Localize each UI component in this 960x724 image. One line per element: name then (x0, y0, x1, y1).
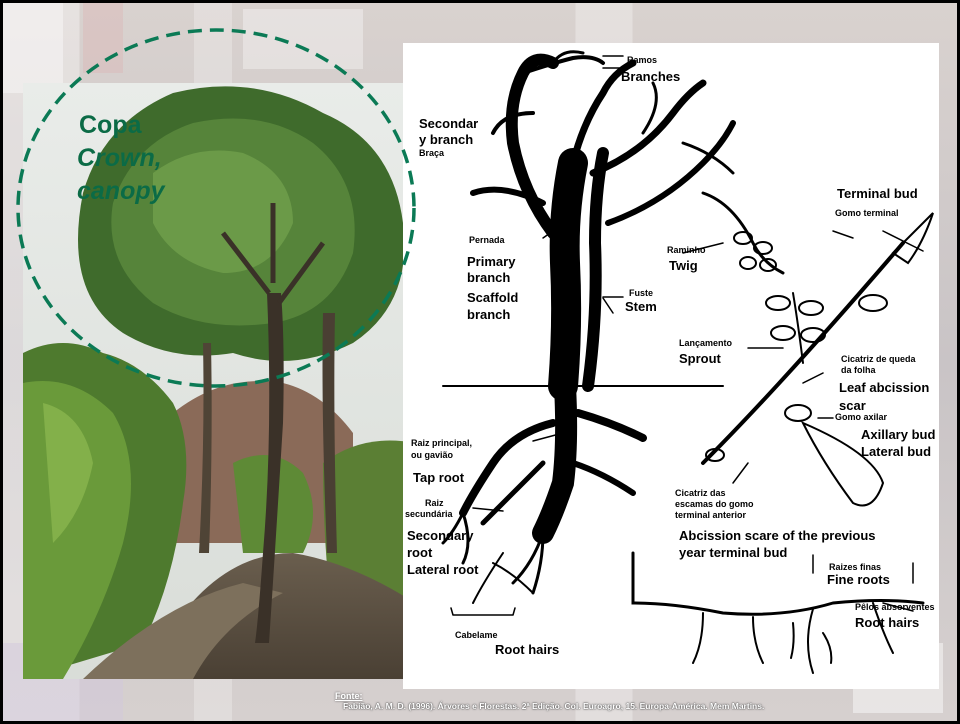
bg-fragment (243, 9, 363, 69)
label-primary-branch: Primary (467, 255, 515, 269)
label-root-hairs-right: Root hairs (855, 616, 919, 630)
label-raiz-1: Raiz (425, 499, 444, 508)
label-leaf-scar-2: scar (839, 399, 866, 413)
label-raiz-principal-1: Raiz principal, (411, 439, 472, 448)
crown-label-pt: Copa (79, 111, 142, 141)
label-cicatriz-escamas-3: terminal anterior (675, 511, 746, 520)
bg-fragment (3, 3, 63, 93)
label-cicatriz-escamas-2: escamas do gomo (675, 500, 754, 509)
crown-label-en-2: canopy (77, 177, 165, 207)
label-secondary-root-1: Secondary (407, 529, 473, 543)
label-raminho: Raminho (667, 246, 706, 255)
label-raiz-principal-2: ou gavião (411, 451, 453, 460)
label-gomo-axilar: Gomo axilar (835, 413, 887, 422)
label-gomo-terminal: Gomo terminal (835, 209, 899, 218)
label-axillary-bud: Axillary bud (861, 428, 935, 442)
label-secondary-branch-2: y branch (419, 133, 473, 147)
label-cicatriz-queda-1: Cicatriz de queda (841, 355, 916, 364)
label-braca: Braça (419, 149, 444, 158)
source-label: Fonte: (335, 691, 363, 701)
label-primary-branch-2: branch (467, 271, 510, 285)
label-stem: Stem (625, 300, 657, 314)
label-leaf-scar-1: Leaf abcission (839, 381, 929, 395)
label-scaffold: Scaffold (467, 291, 518, 305)
label-tap-root: Tap root (413, 471, 464, 485)
label-lateral-bud: Lateral bud (861, 445, 931, 459)
label-raiz-2: secundária (405, 510, 453, 519)
bg-fragment (83, 3, 123, 73)
label-cicatriz-queda-2: da folha (841, 366, 876, 375)
label-cicatriz-escamas-1: Cicatriz das (675, 489, 726, 498)
label-abcission-scar-1: Abcission scare of the previous (679, 529, 876, 543)
label-secondary-branch-1: Secondar (419, 117, 478, 131)
label-pernada: Pernada (469, 236, 505, 245)
label-twig: Twig (669, 259, 698, 273)
label-terminal-bud: Terminal bud (837, 187, 918, 201)
label-branches: Branches (621, 70, 680, 84)
label-cabelame: Cabelame (455, 631, 498, 640)
tree-anatomy-diagram: Ramos Branches Secondar y branch Braça P… (403, 43, 939, 689)
label-abcission-scar-2: year terminal bud (679, 546, 787, 560)
label-sprout: Sprout (679, 352, 721, 366)
label-lancamento: Lançamento (679, 339, 732, 348)
label-secondary-root-2: root (407, 546, 432, 560)
source-citation: Fabião, A. M. D. (1996). Árvores e Flore… (343, 701, 764, 711)
label-ramos: Ramos (627, 56, 657, 65)
label-pelos: Pêlos absorventes (855, 603, 935, 612)
crown-label-en-1: Crown, (77, 144, 162, 174)
label-scaffold-2: branch (467, 308, 510, 322)
label-fine-roots: Fine roots (827, 573, 890, 587)
label-lateral-root: Lateral root (407, 563, 479, 577)
label-fuste: Fuste (629, 289, 653, 298)
label-root-hairs-bottom: Root hairs (495, 643, 559, 657)
